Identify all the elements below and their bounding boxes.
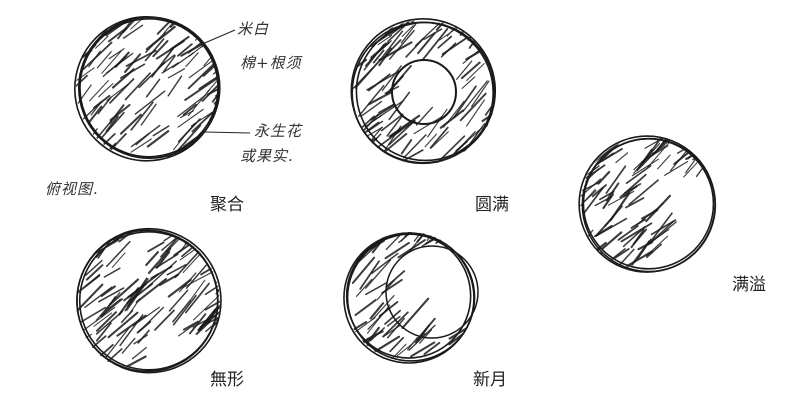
label-xinyue: 新月 [473,370,507,390]
outline [78,231,219,371]
hatching [580,137,716,273]
label-manyi: 满溢 [732,275,766,295]
sketch-juhe [73,16,221,162]
label-juhe: 聚合 [210,195,244,215]
outline [77,16,221,160]
outline [79,17,219,158]
outline [582,138,715,270]
sketch-manyi [578,135,717,273]
outline [355,21,496,162]
label-yuanman: 圆满 [475,195,509,215]
sketch-wuxing [76,227,222,374]
label-wuxing: 無形 [210,370,244,390]
sketch-xinyue [343,232,479,364]
leader-line-bottom [204,131,251,134]
annotation-guoshi: 或果实. [240,147,294,165]
leader-line-top [199,29,236,46]
annotation-mianshi: 棉+根须 [240,54,302,72]
outline [345,233,472,359]
annotation-mibai: 米白 [237,20,270,38]
annotation-yongsheng: 永生花 [254,122,303,140]
annotation-fushitu: 俯视图. [45,180,99,198]
sketch-yuanman [350,17,497,165]
